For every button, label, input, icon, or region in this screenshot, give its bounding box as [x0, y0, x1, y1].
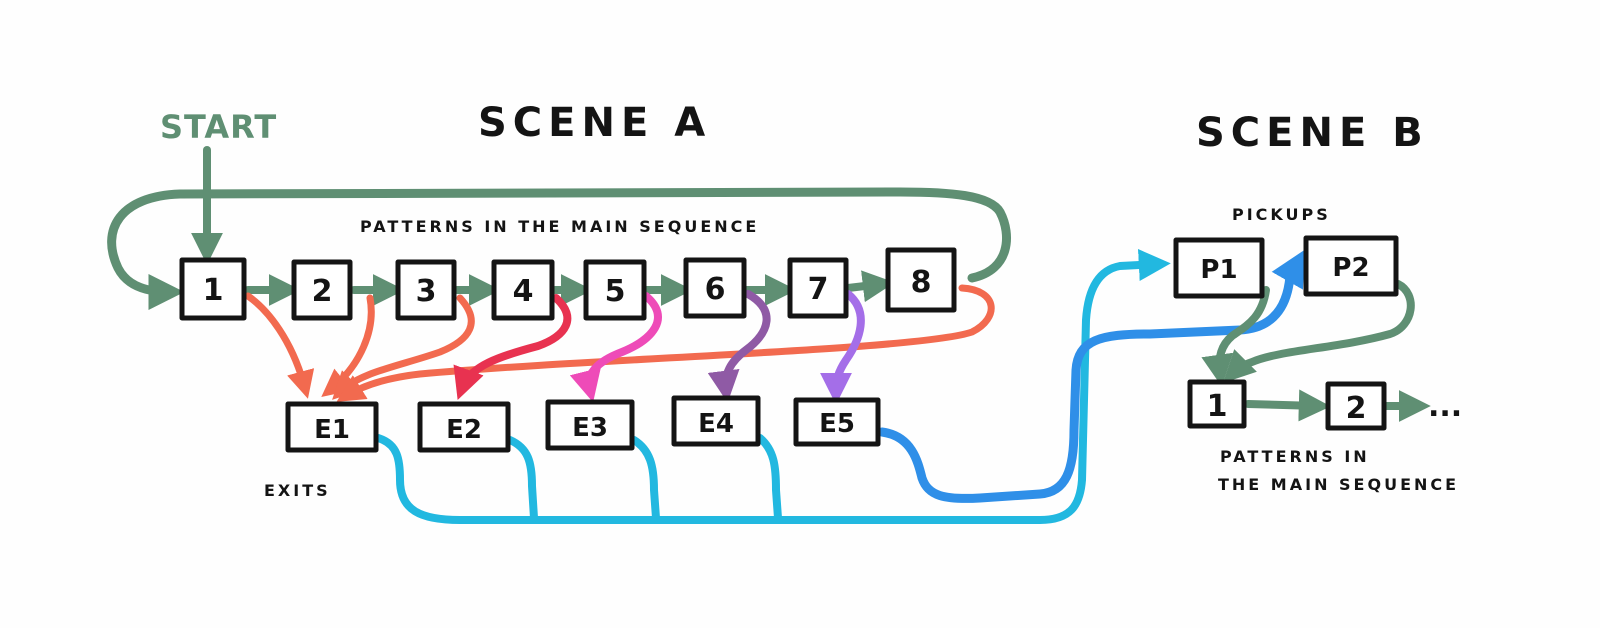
pattern-box-6: 6 — [683, 257, 747, 319]
scene-a-main-caption: PATTERNS IN THE MAIN SEQUENCE — [360, 217, 759, 236]
loop-arrow-8-to-1 — [107, 187, 1011, 310]
pattern-box-4: 4 — [491, 259, 555, 321]
transition-bus — [374, 249, 1171, 524]
pattern-label: 7 — [808, 272, 829, 307]
exit-arrow-7-e5 — [820, 290, 865, 405]
exit-label: E2 — [446, 415, 482, 445]
pickups-caption: PICKUPS — [1232, 205, 1331, 224]
pickup-box-p2: P2 — [1303, 235, 1399, 297]
seq-arrow-b-1-2 — [1244, 389, 1331, 422]
start-label: START — [160, 108, 277, 146]
exit-box-e2: E2 — [417, 401, 511, 453]
pattern-label: 1 — [1207, 389, 1228, 424]
exit-box-e5: E5 — [793, 397, 881, 447]
scene-b-pattern-box-2: 2 — [1325, 381, 1387, 431]
exits-caption: EXITS — [264, 481, 331, 500]
exit-label: E4 — [698, 409, 734, 439]
pickup-label: P1 — [1200, 255, 1237, 285]
pattern-label: 2 — [1346, 391, 1367, 426]
exit-arrow-6-e4 — [707, 290, 771, 403]
exit-box-e3: E3 — [545, 399, 635, 451]
pattern-label: 2 — [312, 274, 333, 309]
scene-b-caption-line2: THE MAIN SEQUENCE — [1218, 475, 1459, 494]
pattern-label: 5 — [605, 274, 626, 309]
pickup-arrow-p1-1 — [1201, 286, 1270, 387]
exit-label: E1 — [314, 415, 350, 445]
pattern-box-1: 1 — [179, 257, 247, 321]
seq-arrow-7-8 — [844, 270, 895, 303]
exit-label: E5 — [819, 409, 855, 439]
scene-a-title: SCENE A — [478, 100, 711, 146]
scene-b-caption-line1: PATTERNS IN — [1220, 447, 1370, 466]
transition-e5-to-p2 — [877, 249, 1306, 503]
pattern-label: 4 — [513, 274, 534, 309]
pattern-label: 6 — [705, 272, 726, 307]
pattern-box-7: 7 — [787, 257, 849, 319]
pattern-box-3: 3 — [395, 259, 457, 321]
exit-arrow-1-e1 — [244, 292, 315, 399]
exit-arrow-4-e2 — [453, 294, 572, 401]
pattern-label: 1 — [203, 273, 224, 308]
continuation-dots: ... — [1428, 389, 1462, 424]
transition-e3 — [630, 436, 660, 522]
pickup-label: P2 — [1332, 253, 1369, 283]
exit-arrow-5-e3 — [569, 292, 662, 403]
pattern-box-8: 8 — [885, 247, 957, 313]
transition-e2 — [506, 436, 538, 522]
exit-label: E3 — [572, 413, 608, 443]
pickup-arrow-p2-1 — [1222, 280, 1415, 384]
pattern-label: 3 — [416, 274, 437, 309]
pattern-box-2: 2 — [291, 259, 353, 321]
scene-b-title: SCENE B — [1196, 110, 1429, 156]
pattern-label: 8 — [911, 265, 932, 300]
pickup-box-p1: P1 — [1173, 237, 1265, 299]
pattern-box-5: 5 — [583, 259, 647, 321]
exit-box-e1: E1 — [285, 401, 379, 453]
exit-box-e4: E4 — [671, 395, 761, 447]
scene-b-pattern-box-1: 1 — [1187, 379, 1247, 429]
transition-e4 — [756, 434, 782, 522]
exit-arrow-8-e1 — [336, 284, 995, 402]
